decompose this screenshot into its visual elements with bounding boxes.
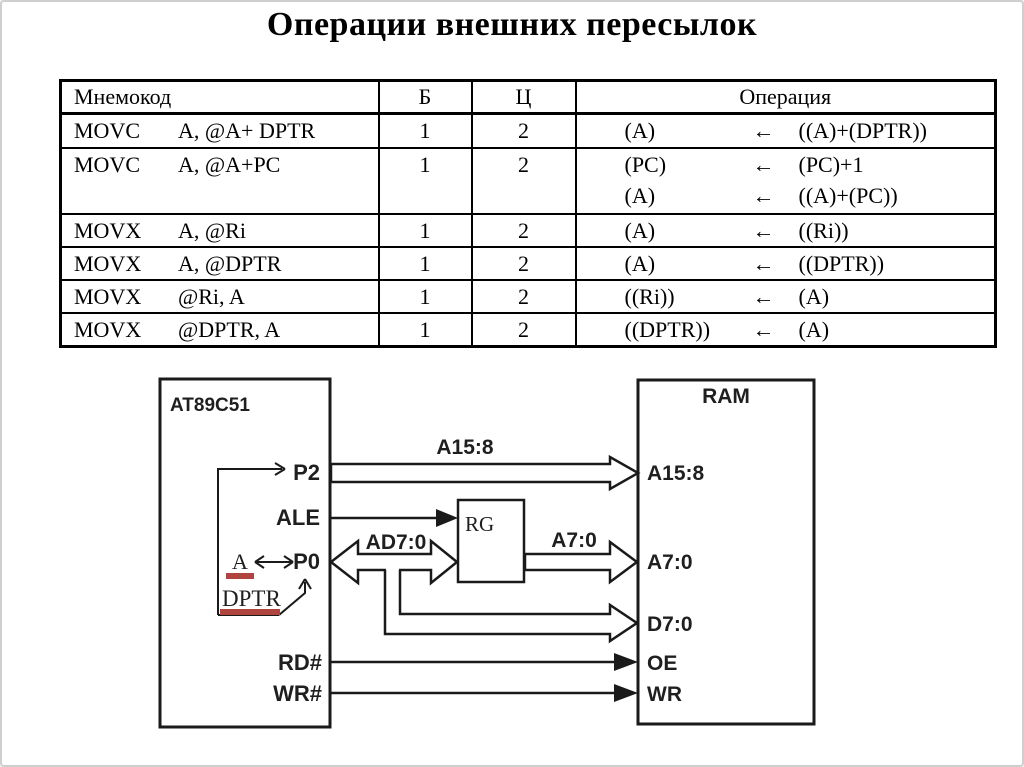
operation-arrow: ← — [752, 250, 775, 276]
table-row: MOVX A, @DPTR 1 2 (A) ← ((DPTR)) — [59, 245, 997, 281]
mnemonic: MOVX — [74, 283, 142, 309]
mnemonic-args: A, @A+PC — [178, 151, 281, 177]
table-row: MOVX @Ri, A 1 2 ((Ri)) ← (A) — [59, 278, 997, 314]
mnemonic: MOVX — [74, 217, 142, 243]
bytes: 1 — [377, 311, 473, 347]
operation-dest: ((DPTR)) — [624, 316, 711, 342]
pin-label-d7: D7:0 — [647, 613, 693, 636]
operation-arrow: ← — [752, 182, 775, 208]
bytes: 1 — [377, 112, 473, 149]
ram-title: RAM — [702, 385, 750, 408]
pin-label-ram-wr: WR — [647, 683, 682, 706]
operation-arrow: ← — [752, 118, 775, 143]
operation-src: ((Ri)) — [798, 217, 849, 243]
cycles: 2 — [470, 311, 577, 347]
latch-title: RG — [465, 512, 494, 536]
operation: ((DPTR)) ← (A) — [578, 314, 994, 344]
bytes: 1 — [377, 146, 473, 215]
pin-label-a7: A7:0 — [647, 551, 693, 574]
mnemonic-args: @DPTR, A — [178, 316, 281, 342]
cycles: 2 — [470, 112, 577, 149]
a15-bus-arrow — [329, 454, 641, 492]
mnemonic-args: A, @DPTR — [178, 250, 282, 276]
header-operation: Операция — [574, 79, 997, 115]
operation: (PC) ← (PC)+1 — [578, 150, 994, 180]
pin-label-oe: OE — [647, 652, 677, 675]
operation-dest: (PC) — [624, 151, 667, 177]
operation: (A) ← ((Ri)) — [578, 216, 994, 245]
operation-arrow: ← — [752, 316, 775, 342]
table-row: MOVX A, @Ri 1 2 (A) ← ((Ri)) — [59, 212, 997, 248]
operation-dest: (A) — [624, 250, 656, 276]
mnemonic-args: A, @Ri — [178, 217, 246, 243]
a7-bus-arrow — [523, 539, 640, 585]
pin-label-p0: P0 — [293, 549, 320, 574]
header-bytes: Б — [377, 79, 473, 115]
pin-label-wr: WR# — [273, 681, 322, 706]
instruction-table: Мнемокод Б Ц Операция MOVC A, @A+ DPTR 1 … — [59, 79, 997, 348]
cycles: 2 — [470, 146, 577, 215]
dptr-to-p2-arrowhead-icon — [274, 462, 286, 476]
table-row: MOVC A, @A+ DPTR 1 2 (A) ← ((A)+(DPTR)) — [59, 112, 997, 149]
table-row: MOVX @DPTR, A 1 2 ((DPTR)) ← (A) — [59, 311, 997, 347]
bytes: 1 — [377, 278, 473, 314]
wr-arrowhead-icon — [614, 684, 638, 702]
operation: (A) ← ((A)+(DPTR)) — [578, 116, 994, 146]
operation-dest: (A) — [624, 182, 656, 208]
pin-label-a15: A15:8 — [647, 462, 705, 485]
dptr-to-p0-line — [278, 582, 306, 616]
bytes: 1 — [377, 212, 473, 248]
operation: (A) ← ((DPTR)) — [578, 249, 994, 278]
table-row: MOVC A, @A+PC 1 2 (PC) ← (PC)+1 (A) ← ((A)+(P… — [59, 146, 997, 215]
dptr-underline — [220, 609, 280, 615]
dptr-to-p0-arrowhead-icon — [298, 578, 312, 590]
bus-diagram: AT89C51 RAM RG P2 ALE P0 RD# WR# A DPTR … — [158, 377, 816, 729]
header-cycles: Ц — [470, 79, 577, 115]
operation: ((Ri)) ← (A) — [578, 282, 994, 311]
pin-label-p2: P2 — [293, 460, 320, 485]
table-header-row: Мнемокод Б Ц Операция — [59, 79, 997, 115]
d7-bus-arrow — [383, 570, 640, 644]
mnemonic: MOVX — [74, 316, 142, 342]
header-mnemonic: Мнемокод — [74, 84, 172, 109]
pin-label-rd: RD# — [278, 650, 322, 675]
cycles: 2 — [470, 245, 577, 281]
operation-src: (A) — [798, 316, 830, 342]
mnemonic-args: @Ri, A — [178, 283, 245, 309]
operation-dest: (A) — [624, 217, 656, 243]
pin-label-ale: ALE — [276, 505, 320, 530]
operation-arrow: ← — [752, 283, 775, 309]
operation-dest: (A) — [624, 118, 656, 143]
operation-arrow: ← — [752, 217, 775, 243]
acc-underline — [226, 573, 254, 579]
operation-src: (PC)+1 — [798, 151, 864, 177]
operation-dest: ((Ri)) — [624, 283, 675, 309]
bus-label-a7: A7:0 — [551, 529, 597, 552]
cycles: 2 — [470, 278, 577, 314]
dptr-label: DPTR — [222, 586, 281, 611]
bus-label-a15: A15:8 — [436, 436, 494, 459]
cycles: 2 — [470, 212, 577, 248]
mnemonic: MOVX — [74, 250, 142, 276]
operation-arrow: ← — [752, 151, 775, 177]
latch-block — [456, 498, 526, 584]
bytes: 1 — [377, 245, 473, 281]
mnemonic: MOVC — [74, 118, 141, 143]
operation-src: ((DPTR)) — [798, 250, 885, 276]
bidir-arrow-icon — [254, 555, 294, 569]
mcu-title: AT89C51 — [170, 395, 250, 416]
mnemonic: MOVC — [74, 151, 141, 177]
operation: (A) ← ((A)+(PC)) — [578, 180, 994, 211]
operation-src: ((A)+(PC)) — [798, 182, 898, 208]
slide-title: Операции внешних пересылок — [266, 6, 758, 43]
acc-label: A — [232, 549, 248, 574]
ale-arrowhead-icon — [436, 509, 458, 527]
rd-arrowhead-icon — [614, 653, 638, 671]
bus-label-ad: AD7:0 — [366, 531, 427, 554]
mnemonic-args: A, @A+ DPTR — [178, 118, 316, 143]
operation-src: (A) — [798, 283, 830, 309]
ram-block — [636, 378, 816, 726]
mcu-block — [158, 377, 332, 729]
operation-src: ((A)+(DPTR)) — [798, 118, 928, 143]
